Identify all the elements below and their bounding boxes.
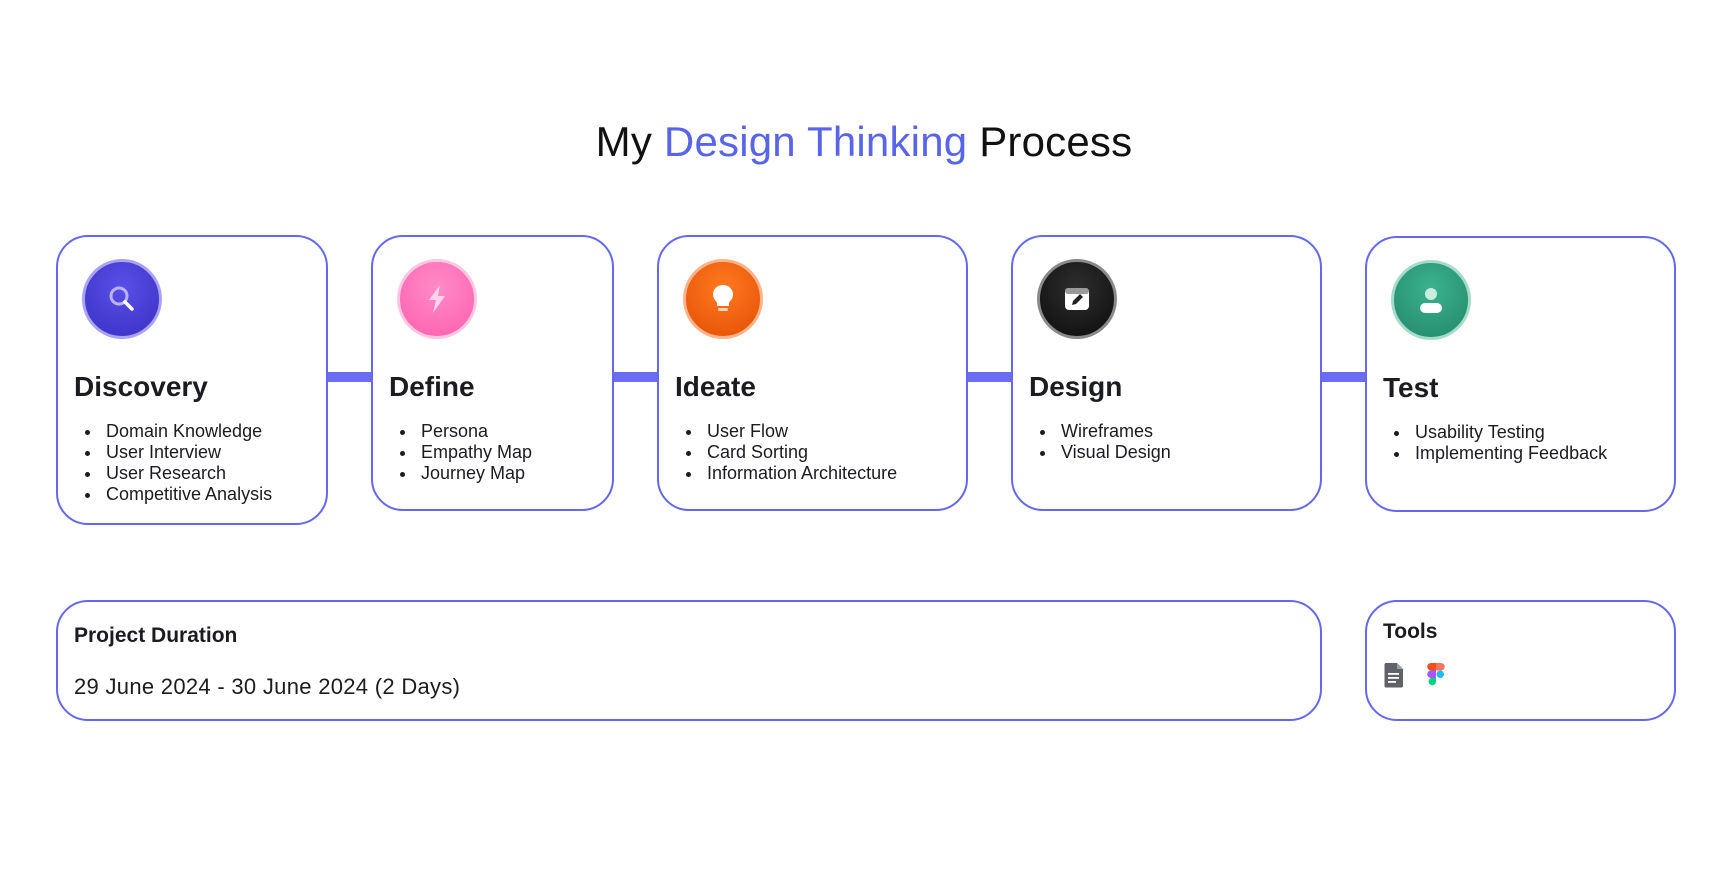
stage-card-discovery: Discovery Domain Knowledge User Intervie…: [56, 235, 328, 525]
stage-list: User Flow Card Sorting Information Archi…: [685, 421, 897, 484]
connector-define-ideate: [612, 372, 657, 382]
stage-title: Test: [1383, 372, 1439, 403]
stage-list: Wireframes Visual Design: [1039, 421, 1171, 463]
stage-title: Design: [1029, 371, 1123, 402]
list-item: Wireframes: [1057, 421, 1171, 442]
list-item: User Flow: [703, 421, 897, 442]
page-title: My Design Thinking Process: [0, 118, 1728, 166]
project-duration-label: Project Duration: [74, 624, 238, 647]
connector-design-test: [1320, 372, 1365, 382]
project-duration-value: 29 June 2024 - 30 June 2024 (2 Days): [74, 674, 461, 699]
title-suffix: Process: [979, 118, 1133, 165]
list-item: Card Sorting: [703, 442, 897, 463]
list-item: Competitive Analysis: [102, 484, 272, 505]
document-icon: [1384, 663, 1403, 688]
bolt-icon: [397, 259, 477, 339]
stage-list: Persona Empathy Map Journey Map: [399, 421, 532, 484]
connector-discovery-define: [326, 372, 371, 382]
stage-list: Usability Testing Implementing Feedback: [1393, 422, 1607, 464]
user-icon: [1391, 260, 1471, 340]
list-item: Domain Knowledge: [102, 421, 272, 442]
list-item: Persona: [417, 421, 532, 442]
tools-label: Tools: [1383, 620, 1438, 643]
stage-title: Discovery: [74, 371, 208, 402]
title-accent: Design Thinking: [663, 118, 968, 165]
list-item: Implementing Feedback: [1411, 443, 1607, 464]
stage-title: Define: [389, 371, 475, 402]
stage-card-ideate: Ideate User Flow Card Sorting Informatio…: [657, 235, 968, 511]
stage-card-design: Design Wireframes Visual Design: [1011, 235, 1322, 511]
edit-calendar-icon: [1037, 259, 1117, 339]
figma-icon: [1427, 663, 1445, 686]
lightbulb-icon: [683, 259, 763, 339]
search-icon: [82, 259, 162, 339]
stage-title: Ideate: [675, 371, 756, 402]
list-item: Visual Design: [1057, 442, 1171, 463]
list-item: Information Architecture: [703, 463, 897, 484]
project-duration-card: Project Duration 29 June 2024 - 30 June …: [56, 600, 1322, 721]
list-item: Journey Map: [417, 463, 532, 484]
stage-list: Domain Knowledge User Interview User Res…: [84, 421, 272, 505]
list-item: User Interview: [102, 442, 272, 463]
connector-ideate-design: [966, 372, 1011, 382]
title-prefix: My: [595, 118, 653, 165]
tools-card: Tools: [1365, 600, 1676, 721]
list-item: Empathy Map: [417, 442, 532, 463]
stage-card-define: Define Persona Empathy Map Journey Map: [371, 235, 614, 511]
list-item: User Research: [102, 463, 272, 484]
stage-card-test: Test Usability Testing Implementing Feed…: [1365, 236, 1676, 512]
list-item: Usability Testing: [1411, 422, 1607, 443]
